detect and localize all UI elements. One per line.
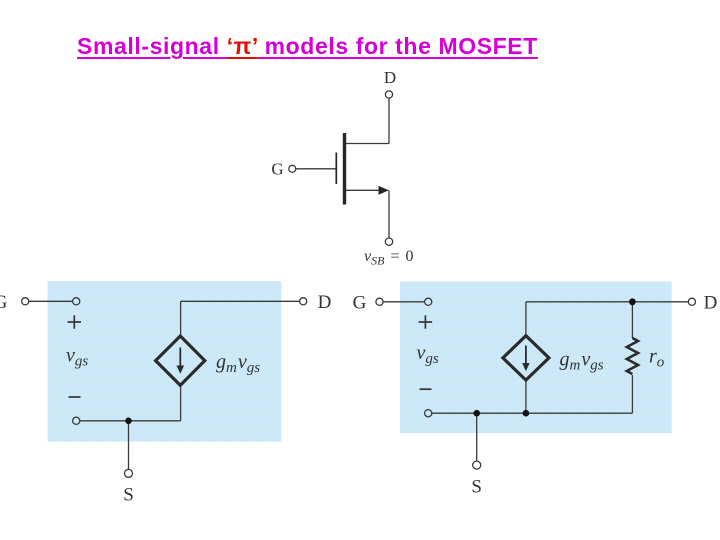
svg-text:D: D bbox=[384, 68, 396, 87]
svg-text:vSB = 0: vSB = 0 bbox=[364, 248, 413, 268]
svg-text:D: D bbox=[318, 292, 332, 313]
svg-text:G: G bbox=[353, 293, 367, 314]
svg-text:S: S bbox=[471, 477, 482, 498]
svg-text:G: G bbox=[271, 160, 283, 179]
svg-text:S: S bbox=[123, 485, 134, 506]
svg-text:D: D bbox=[704, 293, 718, 314]
svg-text:G: G bbox=[0, 292, 8, 313]
